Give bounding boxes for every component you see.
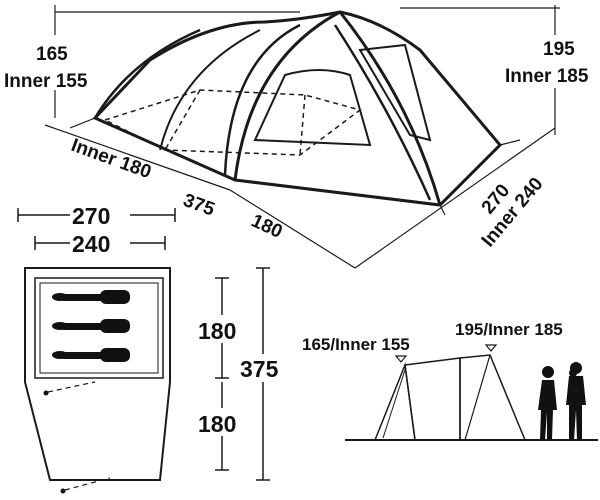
total-length-dimension: 375 bbox=[240, 356, 279, 382]
sleeping-person-icon bbox=[52, 319, 130, 333]
inner-tent-footprint bbox=[34, 277, 164, 379]
inner-length-dimension: 180 bbox=[198, 318, 236, 344]
right-inner-height-label: Inner 185 bbox=[505, 66, 589, 87]
sleeping-person-icon bbox=[52, 348, 130, 362]
vestibule-length-dimension: 180 bbox=[198, 411, 236, 437]
floor-inner-width-label: 240 bbox=[72, 231, 110, 257]
floor-outer-width-label: 270 bbox=[72, 203, 110, 229]
total-length-label: 375 bbox=[180, 190, 217, 221]
side-right-height-label: 195/Inner 185 bbox=[455, 320, 563, 339]
side-view bbox=[345, 344, 598, 441]
perspective-dimensions bbox=[44, 5, 560, 269]
side-left-height-label: 165/Inner 155 bbox=[302, 335, 410, 354]
left-height-label: 165 bbox=[36, 44, 68, 65]
tent-perspective bbox=[69, 10, 521, 216]
floorplan bbox=[24, 267, 171, 494]
side-window-panel bbox=[358, 43, 432, 142]
sleeping-person-icon bbox=[52, 290, 130, 304]
right-height-label: 195 bbox=[543, 39, 575, 60]
inner-length-label: Inner 180 bbox=[68, 135, 154, 183]
family-silhouette-icon bbox=[538, 362, 586, 440]
door-window-panel bbox=[253, 69, 372, 147]
left-inner-height-label: Inner 155 bbox=[4, 71, 88, 92]
vestibule-length-label: 180 bbox=[248, 210, 286, 242]
